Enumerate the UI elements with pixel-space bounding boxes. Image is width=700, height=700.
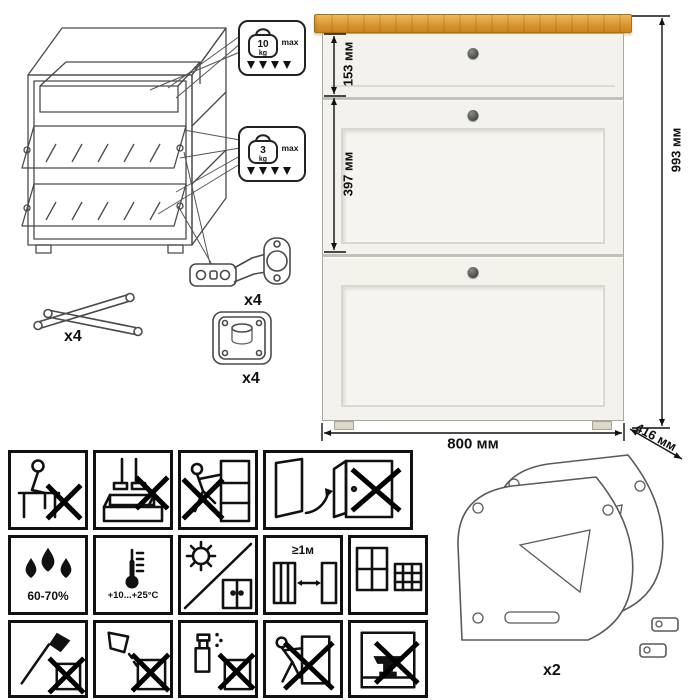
cabinet-door-bottom: [323, 257, 623, 421]
spill-warning-icon: [107, 631, 170, 693]
weight-limit-callout-drawer: 10 kg max: [238, 20, 306, 76]
cabinet-drawer-front: [323, 34, 623, 97]
door-warning-icon: [274, 457, 402, 519]
down-arrows-icon: [247, 61, 291, 69]
cabinet-foot-left: [334, 421, 354, 430]
temperature-range-label: +10...+25°C: [107, 590, 159, 602]
leader-lines: [149, 35, 241, 269]
cabinet-door-top: [323, 100, 623, 254]
svg-text:max: max: [281, 37, 298, 47]
pictogram-no-impact-tools: [8, 620, 88, 698]
dim-drawer-height: 153 мм: [340, 41, 356, 87]
pictogram-door-handling-warning: [263, 450, 413, 530]
door-bottom-knob: [467, 267, 479, 278]
cleaner-warning-icon: [194, 632, 255, 691]
panel-count-label: x2: [543, 662, 561, 679]
carry-warning-icon: [275, 635, 335, 691]
dim-total-height: 993 мм: [668, 127, 684, 173]
thermometer-icon: [125, 548, 145, 589]
axe-warning-icon: [20, 632, 85, 695]
humidity-drops-icon: [25, 547, 72, 578]
pictogram-ventilation-window: [348, 535, 428, 615]
pictogram-no-aggressive-cleaners: [178, 620, 258, 698]
pictogram-heater-distance: ≥1м: [263, 535, 343, 615]
no-standing-icon: [102, 457, 170, 523]
dim-depth: 416 мм: [632, 419, 680, 455]
svg-text:max: max: [281, 143, 298, 153]
pictogram-no-liquids: [93, 620, 173, 698]
no-sitting-icon: [17, 459, 83, 521]
pictogram-no-moving-loaded: [263, 620, 343, 698]
svg-text:3: 3: [260, 145, 266, 156]
panel-gap: [323, 97, 623, 100]
distance-label: ≥1м: [291, 543, 315, 557]
mounting-plate-drawing: [212, 311, 272, 365]
heater-distance-icon: [272, 561, 338, 605]
cabinet-body: [322, 33, 624, 421]
cabinet-wood-top: [314, 14, 632, 33]
hinge-count-label: x4: [244, 292, 262, 309]
side-frame-panels: [457, 454, 679, 658]
panel-gap: [323, 254, 623, 257]
pictogram-no-direct-sunlight: [178, 535, 258, 615]
weight-limit-callout-flaps: 3 kg max: [238, 126, 306, 182]
cabinet-foot-right: [592, 421, 612, 430]
door-bottom-panel: [341, 285, 605, 407]
pictogram-no-heavy-objects: [348, 620, 428, 698]
pictogram-humidity: 60-70%: [8, 535, 88, 615]
dim-door-height: 397 мм: [340, 151, 356, 197]
wireframe-cabinet: [21, 27, 227, 254]
down-arrows-icon: [247, 167, 291, 175]
stay-bracket-drawing: [33, 292, 143, 337]
pictogram-no-standing-on-flap: [93, 450, 173, 530]
door-top-panel: [341, 128, 605, 244]
plate-count-label: x4: [242, 370, 260, 387]
svg-text:kg: kg: [259, 156, 267, 163]
no-climbing-icon: [181, 459, 251, 523]
weight-10kg-icon: 10 kg max: [247, 28, 299, 69]
sunlight-icon: [183, 540, 253, 610]
weight-3kg-icon: 3 kg max: [247, 134, 299, 175]
pictogram-temperature: +10...+25°C: [93, 535, 173, 615]
pictogram-no-climbing: [178, 450, 258, 530]
svg-text:10: 10: [257, 39, 269, 50]
humidity-range-label: 60-70%: [27, 589, 69, 603]
window-grid-icon: [355, 546, 423, 592]
drawer-rail: [331, 85, 615, 93]
pictogram-no-sitting: [8, 450, 88, 530]
stay-count-label: x4: [64, 328, 82, 345]
anvil-warning-icon: [360, 631, 420, 689]
hinge-drawing: [189, 237, 291, 287]
dim-width: 800 мм: [447, 435, 499, 453]
door-top-knob: [467, 110, 479, 121]
svg-text:kg: kg: [259, 50, 267, 57]
drawer-knob: [467, 48, 479, 59]
